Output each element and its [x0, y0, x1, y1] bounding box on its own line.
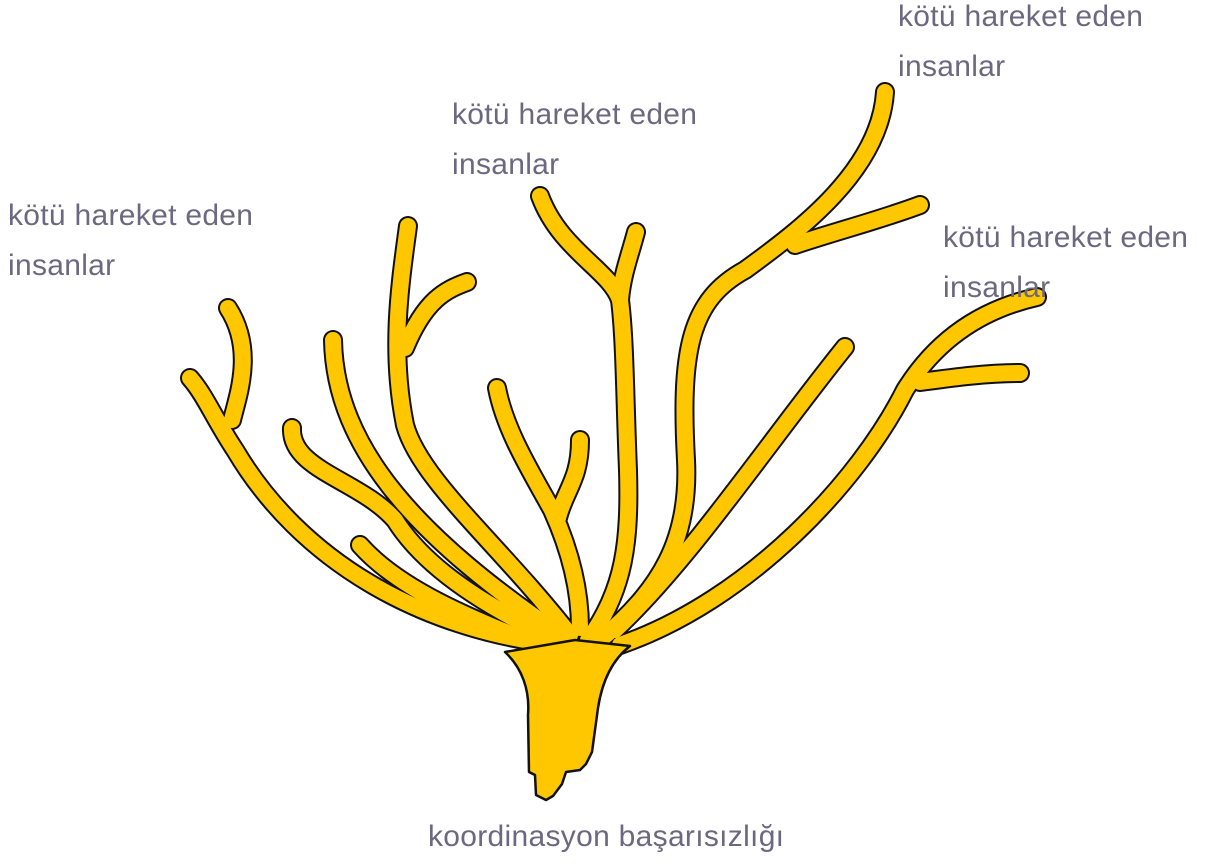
label-top-right: kötü hareket eden insanlar — [898, 0, 1143, 92]
label-top-center: kötü hareket eden insanlar — [452, 90, 697, 190]
branch-left-outer-twig — [228, 308, 243, 420]
branch-center-main-twig — [620, 232, 636, 300]
label-right: kötü hareket eden insanlar — [943, 213, 1188, 313]
label-top-right-line1: kötü hareket eden — [898, 0, 1143, 42]
branch-right-lower-twig — [920, 373, 1020, 382]
label-top-right-line2: insanlar — [898, 42, 1143, 92]
label-right-line1: kötü hareket eden — [943, 213, 1188, 263]
label-top-center-line2: insanlar — [452, 140, 697, 190]
tree-trunk — [505, 640, 630, 800]
branch-center-left-twig — [405, 282, 467, 348]
branch-center-main — [540, 196, 628, 640]
label-right-line2: insanlar — [943, 263, 1188, 313]
branch-center-twig — [558, 440, 580, 518]
label-top-center-line1: kötü hareket eden — [452, 90, 697, 140]
label-left-line2: insanlar — [8, 241, 253, 291]
label-left: kötü hareket eden insanlar — [8, 191, 253, 291]
label-left-line1: kötü hareket eden — [8, 191, 253, 241]
label-base: koordinasyon başarısızlığı — [428, 812, 784, 862]
